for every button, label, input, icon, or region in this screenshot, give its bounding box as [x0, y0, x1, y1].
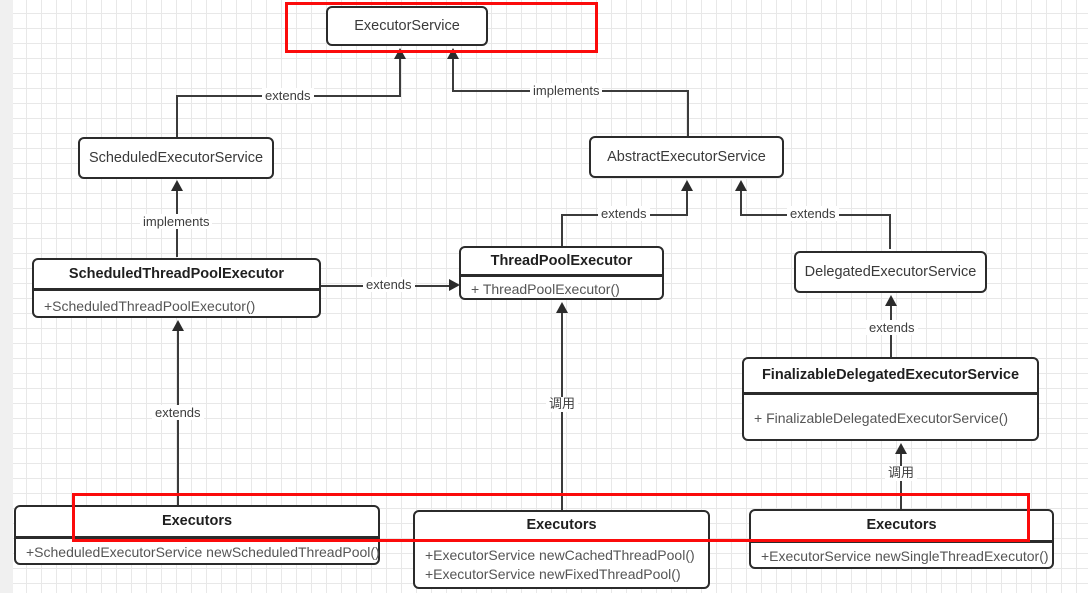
class-node-delegatedexecutorservice[interactable]: DelegatedExecutorService — [794, 251, 987, 293]
edge-label-implements-executorservice: implements — [530, 83, 603, 98]
class-separator — [34, 288, 319, 291]
class-title: AbstractExecutorService — [607, 148, 766, 165]
edge-label-implements-scheduledexecutorservice: implements — [140, 214, 213, 229]
class-title: FinalizableDelegatedExecutorService — [761, 367, 1020, 384]
edge-line — [686, 190, 688, 215]
edge-label-call-finalizable: 调用 — [885, 466, 918, 481]
class-separator — [744, 392, 1037, 395]
class-members: +ExecutorService newSingleThreadExecutor… — [751, 543, 1052, 566]
left-margin-strip — [0, 0, 13, 593]
arrow-up-icon — [394, 48, 406, 59]
arrow-up-icon — [556, 302, 568, 313]
class-title: Executors — [526, 517, 597, 534]
class-member: + FinalizableDelegatedExecutorService() — [754, 409, 1009, 426]
arrow-up-icon — [681, 180, 693, 191]
edge-label-extends-abstract-2: extends — [787, 206, 839, 221]
class-node-scheduledexecutorservice[interactable]: ScheduledExecutorService — [78, 137, 274, 179]
class-title: DelegatedExecutorService — [804, 263, 977, 280]
edge-label-extends-executorservice: extends — [262, 88, 314, 103]
highlight-box-executors-row — [72, 493, 1030, 542]
edge-label-extends-threadpool: extends — [363, 277, 415, 292]
class-title: ThreadPoolExecutor — [490, 252, 633, 269]
class-members: + FinalizableDelegatedExecutorService() — [744, 395, 1037, 428]
highlight-box-executorservice — [285, 2, 598, 53]
class-members: +ScheduledThreadPoolExecutor() — [34, 291, 319, 316]
arrow-up-icon — [885, 295, 897, 306]
class-title: ScheduledThreadPoolExecutor — [68, 265, 285, 282]
class-node-executorservice[interactable]: ExecutorService — [326, 6, 488, 46]
edge-label-extends-abstract-1: extends — [598, 206, 650, 221]
class-member: +ScheduledExecutorService newScheduledTh… — [26, 543, 380, 560]
class-title: ScheduledExecutorService — [88, 149, 264, 166]
edge-line — [399, 58, 401, 96]
arrow-up-icon — [735, 180, 747, 191]
class-node-threadpoolexecutor[interactable]: ThreadPoolExecutor + ThreadPoolExecutor(… — [459, 246, 664, 300]
edge-line — [561, 214, 563, 247]
class-node-scheduledthreadpoolexecutor[interactable]: ScheduledThreadPoolExecutor +ScheduledTh… — [32, 258, 321, 318]
arrow-up-icon — [895, 443, 907, 454]
edge-line — [176, 95, 178, 147]
edge-label-call-threadpool: 调用 — [546, 397, 579, 412]
arrow-up-icon — [447, 48, 459, 59]
class-members: + ThreadPoolExecutor() — [461, 277, 662, 299]
class-members: +ScheduledExecutorService newScheduledTh… — [16, 539, 380, 562]
edge-label-extends-scheduledthreadpool: extends — [152, 405, 204, 420]
class-member: +ExecutorService newFixedThreadPool() — [425, 565, 681, 582]
arrow-right-icon — [449, 279, 460, 291]
class-node-abstractexecutorservice[interactable]: AbstractExecutorService — [589, 136, 784, 178]
edge-line — [687, 90, 689, 138]
edge-label-extends-delegated: extends — [866, 320, 918, 335]
arrow-up-icon — [172, 320, 184, 331]
class-node-finalizabledelegatedexecutorservice[interactable]: FinalizableDelegatedExecutorService + Fi… — [742, 357, 1039, 441]
arrow-up-icon — [171, 180, 183, 191]
edge-line — [452, 58, 454, 91]
edge-line — [740, 190, 742, 215]
class-title: Executors — [161, 513, 233, 530]
class-separator — [16, 536, 378, 539]
class-separator — [461, 274, 662, 277]
class-member: + ThreadPoolExecutor() — [471, 280, 620, 297]
edge-line — [889, 214, 891, 249]
class-member: +ExecutorService newCachedThreadPool() — [425, 546, 695, 563]
class-member: +ScheduledThreadPoolExecutor() — [44, 297, 256, 314]
class-members: +ExecutorService newCachedThreadPool() +… — [415, 542, 708, 584]
class-title: Executors — [866, 517, 937, 534]
class-node-executors-left[interactable]: Executors +ScheduledExecutorService newS… — [14, 505, 380, 565]
class-title: ExecutorService — [354, 17, 460, 34]
class-member: +ExecutorService newSingleThreadExecutor… — [761, 547, 1049, 564]
